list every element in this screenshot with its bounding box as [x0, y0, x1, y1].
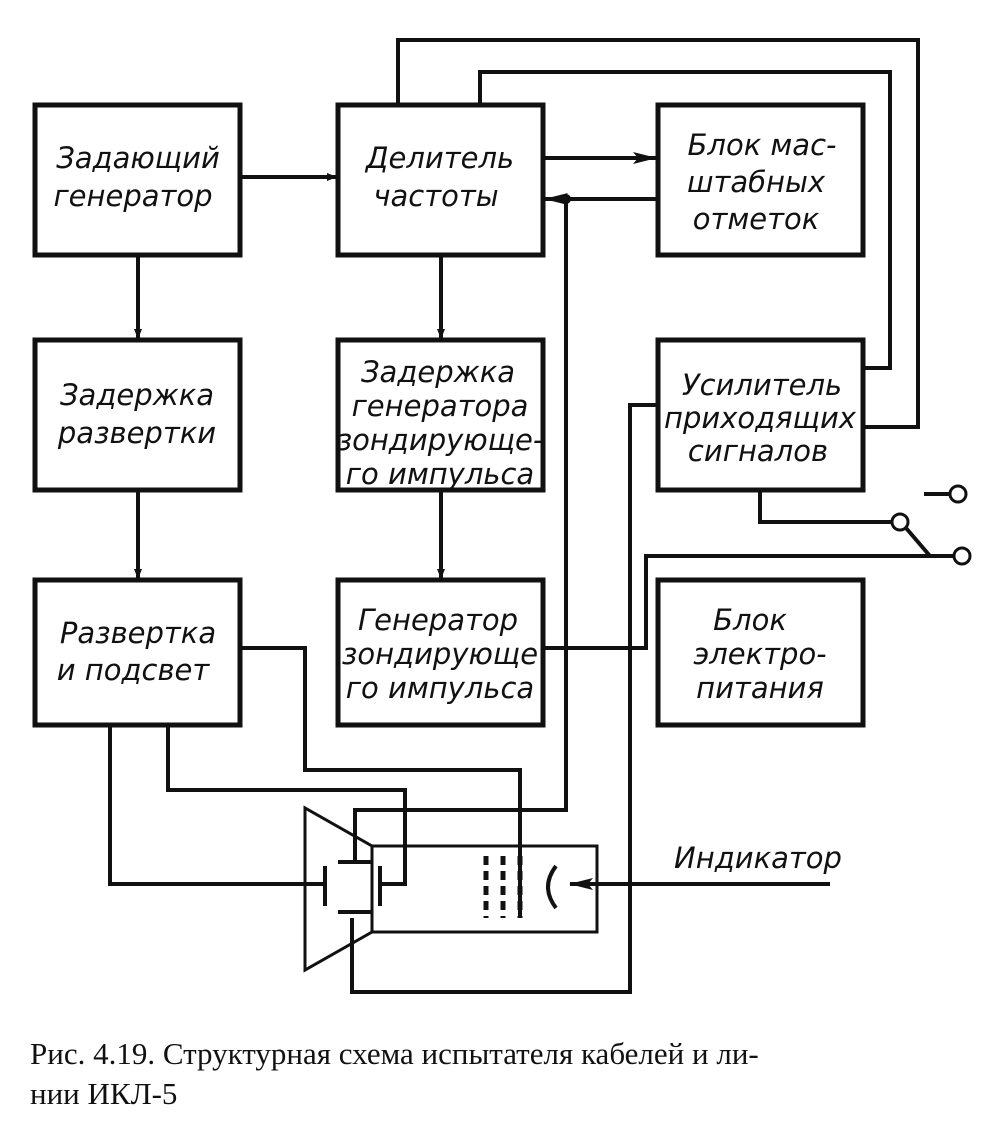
- probe-delay-line-1: Задержка: [361, 355, 515, 389]
- scale-marks-line-1: Блок мас-: [688, 128, 837, 162]
- probe-delay-line-4: го импульса: [346, 457, 534, 491]
- sweep-highlight-line-1: Развертка: [60, 616, 216, 650]
- wire-scale-marks-to-crt: [353, 199, 568, 862]
- probe-generator-line-2: зондирующе: [342, 637, 538, 671]
- master-generator-line-2: генератор: [53, 179, 212, 213]
- wire-amplifier-to-switch: [758, 490, 900, 524]
- indicator-label: Индикатор: [674, 841, 842, 875]
- power-supply-line-1: Блок: [713, 603, 787, 637]
- wire-divider-to-amplifier-outer: [396, 38, 920, 429]
- probe-delay-line-2: генератора: [352, 389, 529, 423]
- block-master-generator: Задающий генератор: [32, 102, 243, 258]
- switch-contact-bottom: [952, 546, 972, 566]
- crt-screen-funnel: [303, 805, 374, 973]
- block-sweep-highlight: Развертка и подсвет: [32, 577, 243, 728]
- scale-marks-line-3: отметок: [693, 202, 820, 236]
- sweep-delay-line-2: развертки: [57, 416, 216, 450]
- sweep-highlight-line-2: и подсвет: [57, 653, 211, 687]
- power-supply-line-3: питания: [696, 671, 824, 705]
- block-probe-delay: Задержка генератора зондирующе- го импул…: [335, 337, 546, 493]
- block-scale-marks: Блок мас- штабных отметок: [655, 102, 866, 258]
- switch-lever: [904, 526, 932, 558]
- wire-divider-to-amplifier-inner: [478, 70, 892, 370]
- crt-indicator: Индикатор: [303, 805, 842, 973]
- frequency-divider-line-1: Делитель: [364, 141, 514, 175]
- master-generator-line-1: Задающий: [56, 141, 220, 175]
- sweep-delay-line-1: Задержка: [60, 378, 214, 412]
- signal-amplifier-line-3: сигналов: [688, 434, 828, 468]
- signal-amplifier-line-1: Усилитель: [682, 368, 842, 402]
- figure-caption-line-1: Рис. 4.19. Структурная схема испытателя …: [30, 1036, 759, 1071]
- probe-generator-line-3: го импульса: [346, 671, 534, 705]
- block-probe-generator: Генератор зондирующе го импульса: [335, 577, 546, 728]
- block-frequency-divider: Делитель частоты: [335, 102, 546, 258]
- wire-switch-to-probe-generator: [543, 554, 954, 650]
- wire-sweep-to-crt-grid: [240, 646, 522, 918]
- probe-generator-line-1: Генератор: [358, 603, 518, 637]
- switch-contact-middle: [890, 512, 910, 532]
- signal-amplifier-line-2: приходящих: [664, 401, 857, 435]
- crt-cathode: [546, 864, 558, 910]
- block-sweep-delay: Задержка развертки: [32, 337, 243, 493]
- wire-sweep-to-crt-plate: [166, 725, 407, 886]
- figure-caption-line-2: нии ИКЛ-5: [30, 1076, 178, 1111]
- switch-contact-top: [948, 484, 968, 504]
- scale-marks-line-2: штабных: [687, 165, 826, 199]
- power-supply-line-2: электро-: [693, 637, 826, 671]
- probe-delay-line-3: зондирующе-: [337, 423, 544, 457]
- wire-amplifier-to-crt: [350, 403, 658, 994]
- wire-sweep-to-crt-left-plate: [108, 725, 325, 886]
- block-signal-amplifier: Усилитель приходящих сигналов: [655, 337, 866, 493]
- frequency-divider-line-2: частоты: [373, 179, 498, 213]
- connections: [108, 38, 972, 994]
- crt-neck: [370, 844, 599, 934]
- block-power-supply: Блок электро- питания: [655, 577, 866, 728]
